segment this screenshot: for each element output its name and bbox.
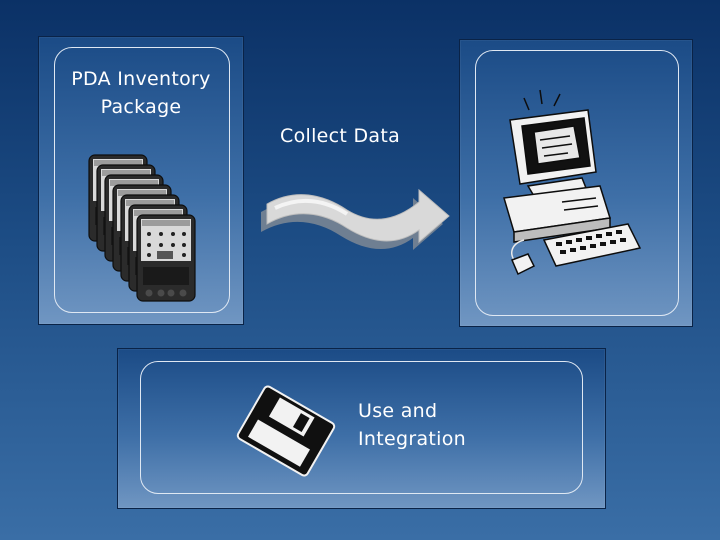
integration-title-line-1: Use and (358, 400, 438, 422)
computer-panel-frame (475, 50, 679, 316)
integration-panel-title: Use and Integration (358, 397, 466, 453)
integration-panel: Use and Integration (118, 349, 605, 508)
floppy-disk-icon (236, 385, 336, 477)
integration-panel-frame (140, 361, 583, 494)
wavy-arrow-icon (261, 188, 450, 250)
flow-label: Collect Data (280, 125, 401, 147)
computer-panel (460, 40, 692, 326)
pda-title-line-1: PDA Inventory (71, 68, 211, 90)
pda-panel: PDA Inventory Package (39, 37, 243, 324)
pda-panel-frame (54, 47, 230, 313)
pda-device-icon (88, 154, 196, 302)
integration-title-line-2: Integration (358, 428, 466, 450)
computer-icon (503, 89, 642, 276)
pda-title-line-2: Package (100, 96, 182, 118)
pda-panel-title: PDA Inventory Package (39, 65, 243, 121)
